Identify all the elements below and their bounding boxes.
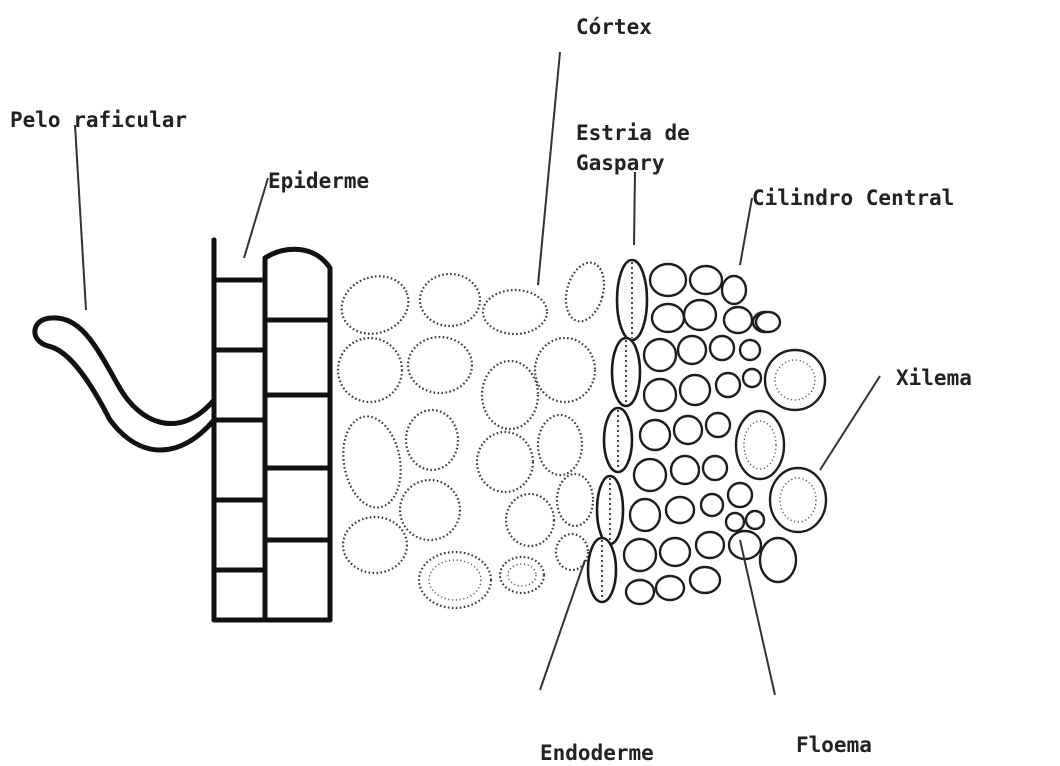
cortex-cells	[333, 258, 610, 608]
pointer-root-hair	[75, 125, 86, 310]
epidermis-cells	[214, 240, 330, 620]
label-central-cylinder: Cilindro Central	[752, 186, 954, 210]
label-casparian-strip-line2: Gaspary	[576, 151, 665, 175]
label-cortex: Córtex	[576, 15, 652, 39]
label-xylem: Xilema	[896, 366, 972, 390]
label-root-hair: Pelo raficular	[10, 108, 187, 132]
label-endodermis: Endoderme	[540, 741, 654, 765]
label-phloem: Floema	[796, 733, 872, 757]
pointer-cortex	[538, 52, 560, 285]
root-hair-drawing	[35, 240, 214, 450]
label-epidermis: Epiderme	[268, 169, 369, 193]
label-casparian-strip-line1: Estria de	[576, 121, 690, 145]
pointer-xylem	[820, 376, 880, 470]
pointer-central-cylinder	[740, 198, 752, 265]
pointer-endodermis	[540, 560, 585, 690]
pointer-casparian-strip	[634, 172, 635, 245]
pointer-epidermis	[244, 178, 268, 258]
